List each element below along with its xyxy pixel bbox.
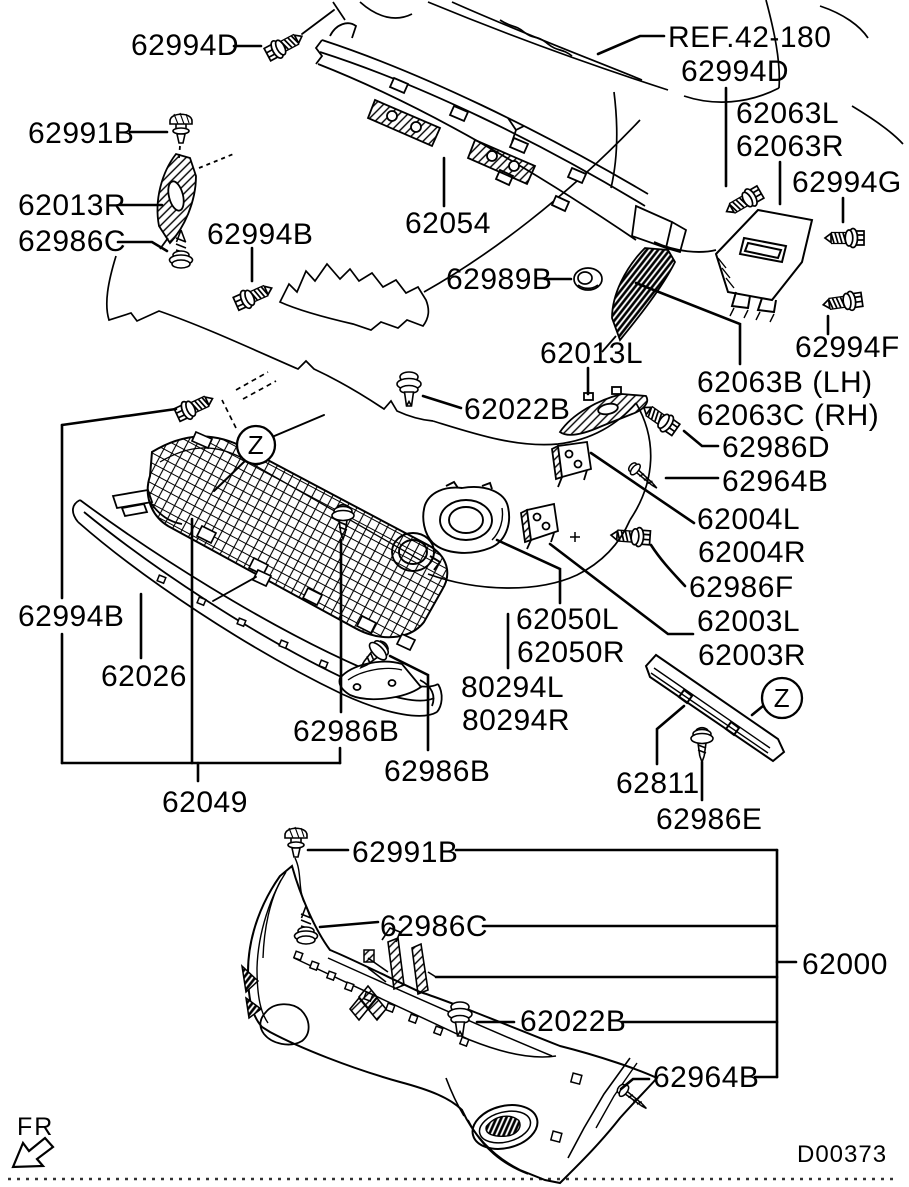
part-label-62003l: 62003L xyxy=(697,605,800,638)
bolt-icon-62994b-lower xyxy=(172,389,218,425)
zone-markers: Z Z xyxy=(235,424,804,720)
bolt-icon-62994b-upper xyxy=(231,278,277,314)
vehicle-body-reference xyxy=(332,0,904,293)
bolt-icon-62994d-top xyxy=(262,27,308,64)
part-label-62013r: 62013R xyxy=(18,189,126,222)
fr-arrow-icon xyxy=(11,1136,55,1169)
part-label-62964b-upper: 62964B xyxy=(722,465,828,498)
part-label-62000: 62000 xyxy=(802,948,888,981)
part-label-62050r: 62050R xyxy=(517,636,625,669)
part-62000-bumper-assembly xyxy=(240,857,659,1185)
part-labels: 62994D 62991B 62013R 62986C 62994B 62054… xyxy=(18,21,902,1094)
part-label-62022b-upper: 62022B xyxy=(464,393,570,426)
part-80294-washer-cover xyxy=(338,660,423,701)
part-62063bc-side-spacer xyxy=(601,247,677,353)
part-label-62063b-lh: 62063B (LH) xyxy=(697,366,873,399)
clip-icon-62022b-upper xyxy=(396,371,422,407)
drawing-code: D00373 xyxy=(797,1141,887,1168)
grommet-icon-62989b xyxy=(573,267,603,291)
part-62054-upper-reinforcement xyxy=(314,22,717,254)
part-62013r-bracket xyxy=(156,145,237,250)
part-label-62986e: 62986E xyxy=(656,803,762,836)
fr-direction-indicator: FR xyxy=(11,1113,55,1169)
part-label-62063l: 62063L xyxy=(736,97,839,130)
part-label-62049: 62049 xyxy=(162,786,248,819)
part-label-62986b-left: 62986B xyxy=(293,715,399,748)
part-label-62986c-bottom: 62986C xyxy=(380,910,488,943)
part-label-62994d-top: 62994D xyxy=(131,29,239,62)
fr-label: FR xyxy=(17,1113,54,1141)
part-label-62003r: 62003R xyxy=(698,639,806,672)
screw-icon-62986e xyxy=(690,726,714,763)
part-label-62986b-right: 62986B xyxy=(384,755,490,788)
part-label-62994b-left: 62994B xyxy=(18,600,124,633)
part-label-62994b-top: 62994B xyxy=(207,218,313,251)
part-62013l-bracket xyxy=(558,386,649,436)
part-label-62991b-top: 62991B xyxy=(28,117,134,150)
part-label-62013l: 62013L xyxy=(540,337,643,370)
part-label-62991b-bottom: 62991B xyxy=(352,836,458,869)
part-label-62054: 62054 xyxy=(405,207,491,240)
part-label-62986c-top: 62986C xyxy=(18,225,126,258)
part-label-62986d: 62986D xyxy=(722,431,830,464)
zone-circle-grille xyxy=(235,424,277,466)
part-62003-bracket xyxy=(520,502,560,550)
screw-icon-62964b-lower xyxy=(614,1081,652,1115)
part-label-80294r: 80294R xyxy=(462,704,570,737)
part-label-62063c-rh: 62063C (RH) xyxy=(697,399,879,432)
part-label-62022b-bottom: 62022B xyxy=(520,1005,626,1038)
part-label-62994f: 62994F xyxy=(795,331,900,364)
part-label-62026: 62026 xyxy=(101,660,187,693)
part-label-62989b: 62989B xyxy=(446,263,552,296)
part-label-62994g: 62994G xyxy=(792,166,902,199)
part-label-62063r: 62063R xyxy=(736,130,844,163)
zone-letter-license: Z xyxy=(774,683,790,713)
part-label-62050l: 62050L xyxy=(516,603,619,636)
part-label-62986f: 62986F xyxy=(689,571,794,604)
part-label-62964b-bottom: 62964B xyxy=(653,1061,759,1094)
part-label-62811: 62811 xyxy=(616,767,700,800)
part-62063-corner-bracket xyxy=(714,208,814,323)
ref-label-42-180: REF.42-180 xyxy=(668,21,831,54)
part-label-62004l: 62004L xyxy=(697,503,800,536)
bumper-face-sketch xyxy=(105,255,652,589)
clip-icon-62991b-upper xyxy=(169,112,193,144)
leader-lines xyxy=(60,9,845,1091)
part-label-62004r: 62004R xyxy=(698,536,806,569)
bolt-icon-62994f xyxy=(821,289,865,316)
part-62050-fog-bezel xyxy=(391,480,510,572)
clip-icon-62991b-lower xyxy=(284,826,308,858)
part-label-80294l: 80294L xyxy=(461,671,564,704)
zone-letter-grille: Z xyxy=(248,430,264,460)
part-62811-license-bracket xyxy=(644,653,786,763)
zone-circle-license xyxy=(760,676,804,720)
bolt-icon-62994g xyxy=(824,227,865,249)
part-label-62994d-right: 62994D xyxy=(681,55,789,88)
part-62004-bracket xyxy=(551,440,593,488)
